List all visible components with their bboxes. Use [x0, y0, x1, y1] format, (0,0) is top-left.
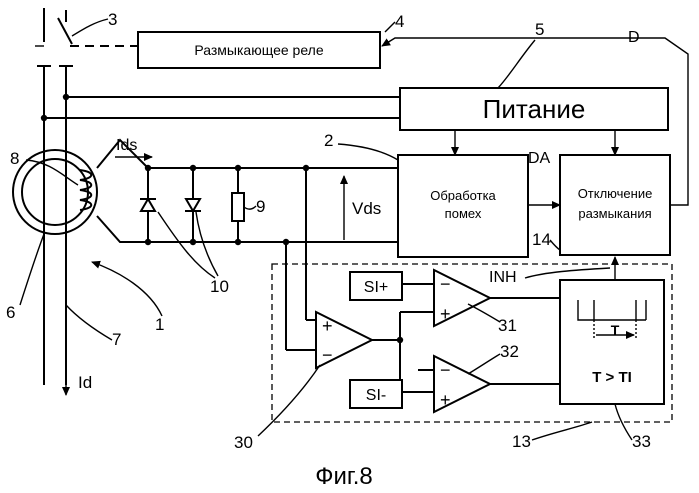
trip-release-label-1: Отключение [578, 186, 653, 201]
trip-relay-label: Размыкающее реле [194, 42, 323, 58]
ref-8: 8 [10, 149, 19, 168]
threshold-neg-label: SI- [366, 387, 386, 404]
ref-4: 4 [395, 12, 404, 31]
ref-31: 31 [498, 316, 517, 335]
svg-text:−: − [322, 345, 333, 365]
timer-t-label: T [611, 322, 620, 338]
ref-10: 10 [210, 277, 229, 296]
vds-label: Vds [352, 199, 381, 218]
ref-1: 1 [155, 315, 164, 334]
resistor [232, 165, 244, 245]
noise-processing-label-2: помех [445, 206, 482, 221]
ref-6: 6 [6, 303, 15, 322]
timer-condition-label: T > TI [592, 369, 632, 386]
trip-release-box [560, 155, 670, 255]
differential-amplifier: + − [316, 312, 372, 368]
svg-text:+: + [440, 304, 451, 324]
ids-label: Ids [116, 137, 137, 154]
diode-1 [140, 165, 156, 245]
ref-3: 3 [108, 10, 117, 29]
torus-sensor [13, 140, 148, 242]
reference-numerals: 3 4 5 2 8 9 14 10 1 6 7 31 32 30 13 33 [6, 10, 651, 452]
comparator-positive: − + [434, 270, 490, 326]
svg-text:−: − [440, 274, 451, 294]
inh-label: INH [489, 269, 517, 286]
comparator-negative: − + [434, 356, 490, 412]
svg-text:+: + [322, 316, 333, 336]
power-supply-label: Питание [483, 94, 586, 124]
ref-30: 30 [234, 433, 253, 452]
threshold-pos-label: SI+ [364, 279, 388, 296]
svg-text:−: − [440, 360, 451, 380]
d-label: D [628, 29, 640, 46]
ref-7: 7 [112, 330, 121, 349]
diode-2 [185, 165, 201, 245]
svg-text:+: + [440, 390, 451, 410]
figure-caption: Фиг.8 [315, 463, 373, 490]
ref-13: 13 [512, 432, 531, 451]
conductor-lines [37, 8, 73, 385]
id-label: Id [78, 373, 92, 392]
trip-release-label-2: размыкания [578, 206, 651, 221]
ref-9: 9 [256, 197, 265, 216]
ref-33: 33 [632, 432, 651, 451]
ref-5: 5 [535, 20, 544, 39]
power-feed-wires [41, 94, 400, 121]
ref-32: 32 [500, 342, 519, 361]
ref-2: 2 [324, 131, 333, 150]
noise-processing-label-1: Обработка [430, 188, 496, 203]
da-label: DA [528, 150, 551, 167]
amplifier-inputs [283, 165, 316, 350]
switch-contact [58, 10, 72, 44]
ref-14: 14 [532, 230, 551, 249]
